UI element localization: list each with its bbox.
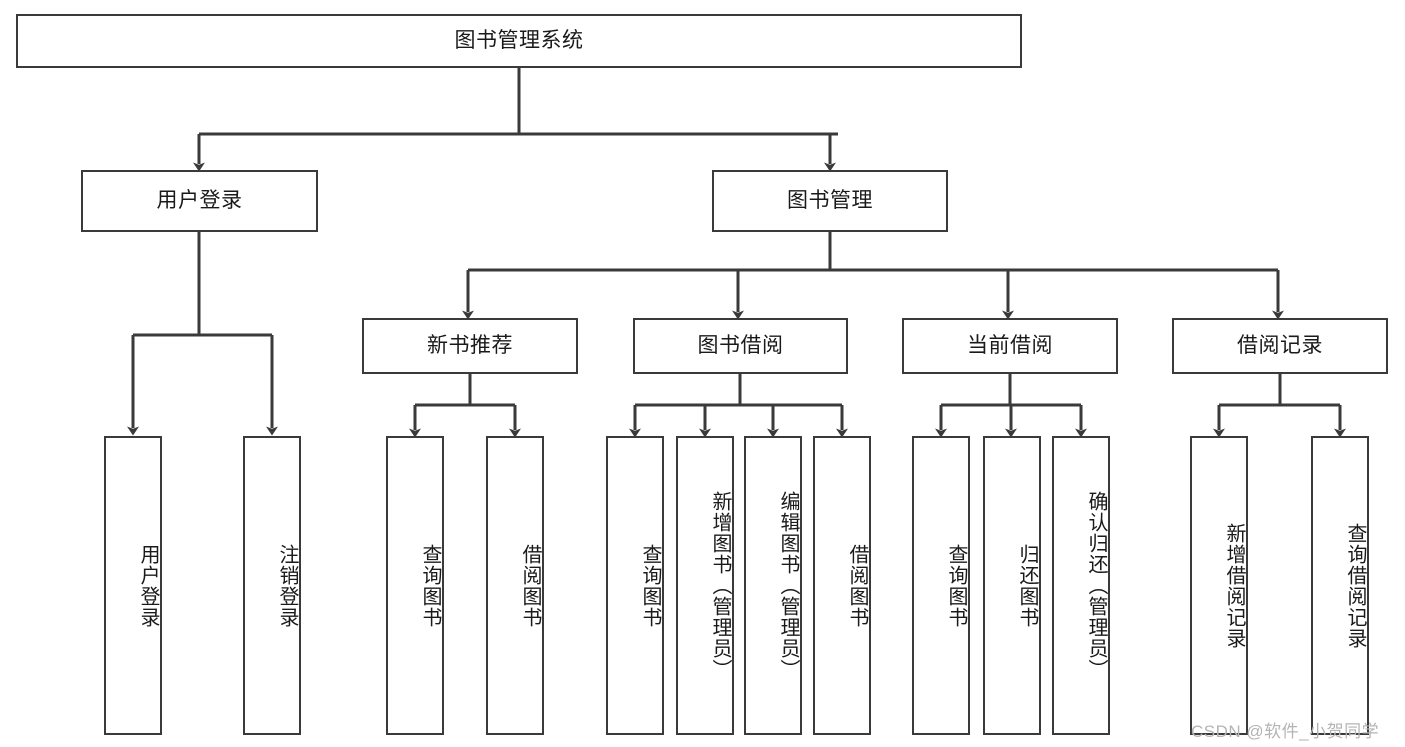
node-leaf-query-book-recommend[interactable]: 查询图书 (386, 436, 444, 735)
node-label: 新增图书（管理员） (709, 491, 731, 680)
node-leaf-query-book-current[interactable]: 查询图书 (912, 436, 970, 735)
node-leaf-add-book-admin[interactable]: 新增图书（管理员） (676, 436, 734, 735)
node-new-book-recommend[interactable]: 新书推荐 (362, 318, 578, 374)
csdn-watermark: CSDN @软件_小贺同学 (1191, 722, 1380, 741)
node-label: 查询图书 (945, 543, 967, 628)
node-leaf-query-borrow-record[interactable]: 查询借阅记录 (1311, 436, 1369, 735)
node-borrow-record[interactable]: 借阅记录 (1172, 318, 1388, 374)
node-leaf-edit-book-admin[interactable]: 编辑图书（管理员） (744, 436, 802, 735)
node-leaf-logout-login[interactable]: 注销登录 (243, 436, 301, 735)
node-leaf-borrow-book-recommend[interactable]: 借阅图书 (486, 436, 544, 735)
node-label: 借阅记录 (1237, 334, 1323, 358)
node-current-borrow[interactable]: 当前借阅 (902, 318, 1118, 374)
node-book-borrow[interactable]: 图书借阅 (633, 318, 848, 374)
node-leaf-borrow-book[interactable]: 借阅图书 (813, 436, 871, 735)
node-user-login[interactable]: 用户登录 (81, 170, 318, 232)
node-label: 图书借阅 (697, 334, 784, 358)
node-label: 新书推荐 (427, 334, 513, 358)
node-label: 借阅图书 (519, 543, 541, 628)
node-leaf-add-borrow-record[interactable]: 新增借阅记录 (1190, 436, 1248, 735)
node-leaf-return-book[interactable]: 归还图书 (983, 436, 1041, 735)
node-label: 编辑图书（管理员） (777, 491, 799, 680)
node-label: 确认归还（管理员） (1085, 491, 1107, 680)
node-leaf-user-login[interactable]: 用户登录 (104, 436, 162, 735)
node-label: 图书管理 (787, 189, 873, 213)
node-label: 查询借阅记录 (1344, 522, 1366, 649)
node-label: 新增借阅记录 (1223, 522, 1245, 649)
node-root-system[interactable]: 图书管理系统 (16, 14, 1022, 68)
node-label: 归还图书 (1016, 543, 1038, 628)
node-label: 当前借阅 (967, 334, 1053, 358)
node-book-management[interactable]: 图书管理 (712, 170, 948, 232)
node-label: 注销登录 (276, 543, 298, 628)
node-label: 用户登录 (156, 189, 243, 213)
node-label: 图书管理系统 (454, 29, 584, 53)
node-leaf-confirm-return-admin[interactable]: 确认归还（管理员） (1052, 436, 1110, 735)
node-label: 用户登录 (137, 543, 159, 628)
node-label: 查询图书 (419, 543, 441, 628)
node-label: 查询图书 (639, 543, 661, 628)
node-leaf-query-book-borrow[interactable]: 查询图书 (606, 436, 664, 735)
node-label: 借阅图书 (846, 543, 868, 628)
